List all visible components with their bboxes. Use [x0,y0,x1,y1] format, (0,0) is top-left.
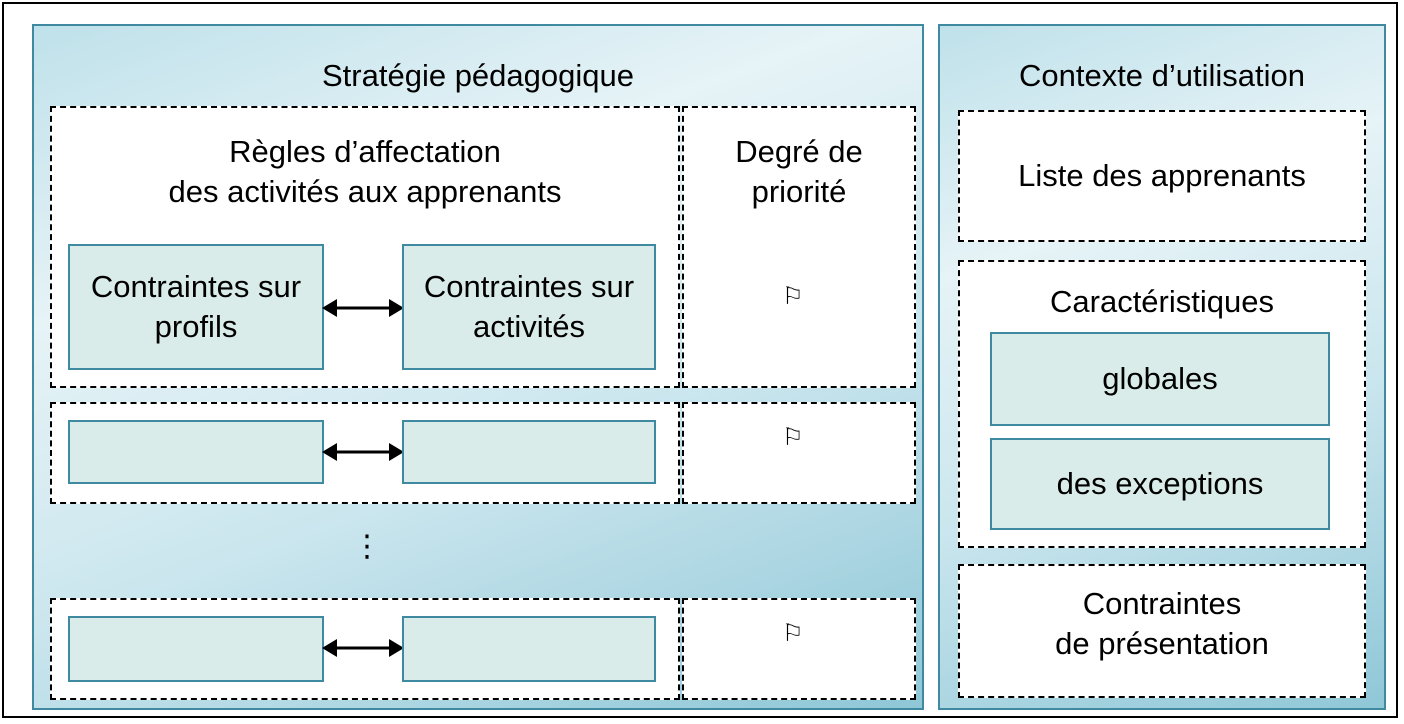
priority-title: Degré de priorité [735,134,863,210]
priority-1-flag-icon: ⚐ [782,283,804,310]
rule-3-activity-constraints [402,616,656,682]
learner-list-box [958,110,1366,242]
learner-list-label: Liste des apprenants [1018,158,1306,193]
presentation-constraints-box [958,564,1366,698]
global-characteristics-box: globales [990,332,1330,426]
rule-1-activity-constraints: Contraintes sur activités [402,244,656,370]
priority-3-flag-icon: ⚐ [782,620,804,647]
rule-3-profile-constraints [68,616,324,682]
context-title: Contexte d’utilisation [1018,58,1306,93]
rules-title: Règles d’affectation des activités aux a… [168,134,562,210]
rule-2-bidirectional-arrow [322,443,404,461]
priority-2-flag-icon: ⚐ [782,424,804,451]
global-label: globales [1102,360,1218,396]
priority-3-container [682,598,916,700]
rule-1-bidirectional-arrow [322,299,404,317]
rule-3-bidirectional-arrow [322,639,404,657]
exception-characteristics-box: des exceptions [990,438,1330,530]
rule-2-profile-constraints [68,420,324,484]
rule-2-activity-constraints [402,420,656,484]
profile-constraints-label: Contraintes sur profils [90,268,302,344]
characteristics-title: Caractéristiques [1050,284,1274,319]
exceptions-label: des exceptions [1056,465,1264,501]
priority-2-container [682,402,916,504]
priority-1-container [682,106,916,388]
presentation-constraints-label: Contraintes de présentation [1055,586,1269,662]
more-rules-ellipsis: ⋮ [352,530,382,563]
rule-1-profile-constraints: Contraintes sur profils [68,244,324,370]
strategy-title: Stratégie pédagogique [322,58,634,93]
activity-constraints-label: Contraintes sur activités [423,268,635,344]
